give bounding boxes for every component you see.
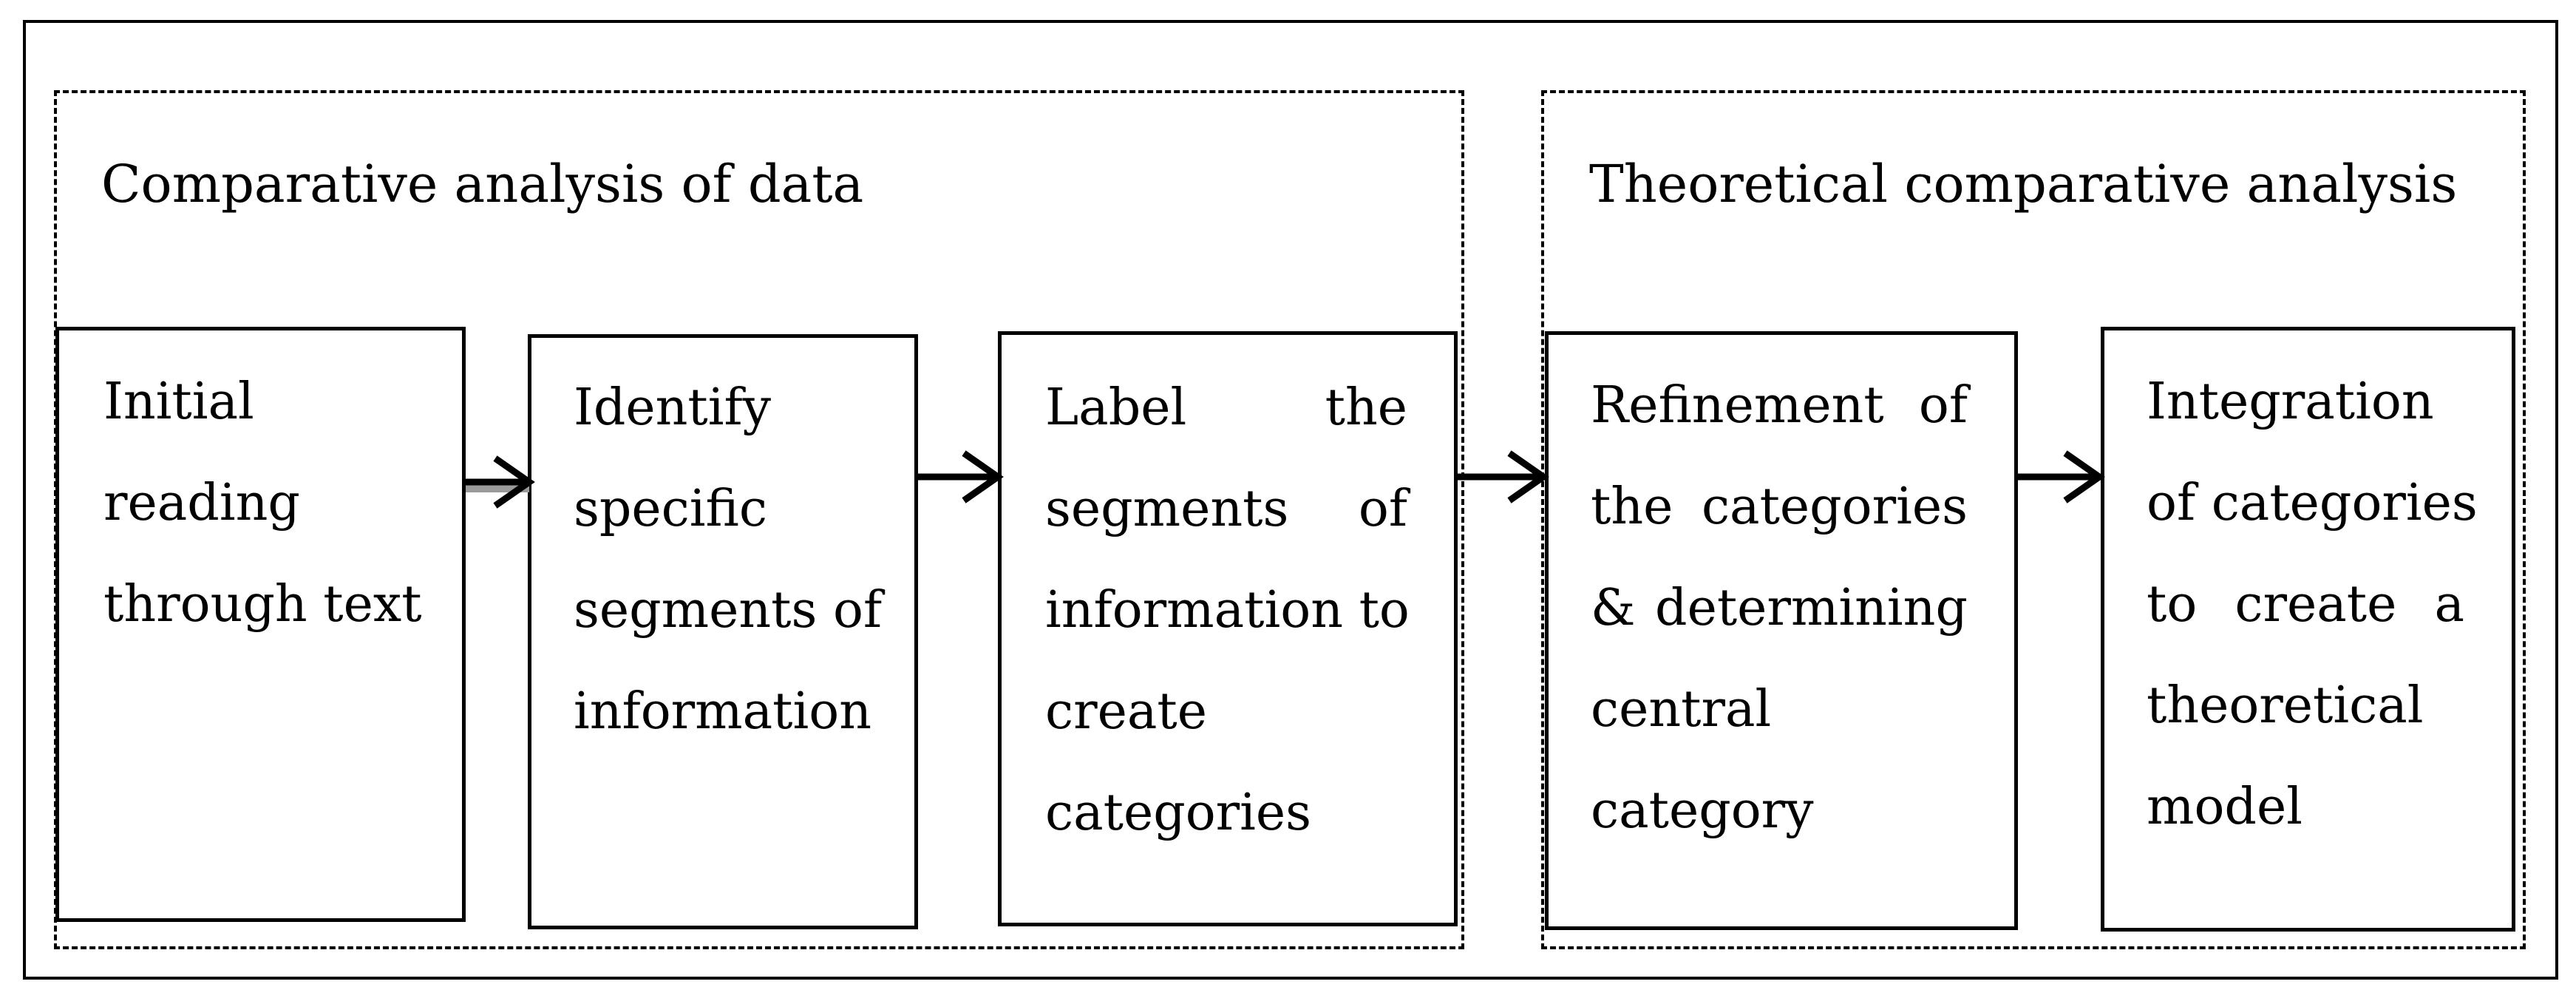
step-4-word: of categories [2147, 474, 2478, 532]
step-0-word: reading [103, 474, 300, 532]
step-3-word: determining [1655, 579, 1968, 637]
step-1-word: segments of [574, 581, 883, 640]
step-1-word: specific [574, 480, 767, 538]
step-initial-reading [55, 327, 466, 922]
step-3-line-4: category [1591, 786, 1814, 836]
step-0-word: Initial [103, 373, 254, 431]
step-0-line-0: Initial [103, 377, 254, 427]
step-4-word: a [2434, 575, 2464, 634]
step-3-line-3: central [1591, 685, 1771, 735]
step-4-line-0: Integration [2147, 377, 2434, 427]
step-2-word: information to [1045, 581, 1410, 640]
step-3-word: categories [1701, 478, 1968, 536]
step-4-line-3: theoretical [2147, 681, 2424, 731]
step-1-line-2: segments of [574, 586, 882, 636]
step-2-line-4: categories [1045, 788, 1311, 838]
step-integration-of-categories [2101, 327, 2515, 932]
group-title-comparative-analysis-of-data: Comparative analysis of data [101, 154, 864, 214]
step-1-word: Identify [574, 379, 772, 437]
step-2-word: of [1358, 480, 1407, 538]
group-theoretical-comparative-analysis [1541, 90, 2526, 949]
step-0-word: through text [103, 575, 422, 634]
step-2-word: create [1045, 682, 1207, 741]
step-4-word: theoretical [2147, 676, 2424, 735]
step-1-line-0: Identify [574, 383, 771, 433]
step-2-word: categories [1045, 784, 1312, 842]
step-4-word: Integration [2147, 373, 2434, 431]
step-2-word: the [1325, 379, 1407, 437]
step-4-word: model [2147, 778, 2303, 836]
step-label-segments [998, 331, 1458, 926]
step-3-line-2: &determining [1591, 583, 1968, 634]
step-2-word: Label [1045, 379, 1187, 437]
step-2-word: segments [1045, 480, 1289, 538]
step-3-word: Refinement [1591, 376, 1884, 435]
step-3-word: category [1591, 781, 1814, 840]
step-4-word: to [2147, 575, 2198, 634]
step-3-word: the [1591, 478, 1673, 536]
step-1-line-1: specific [574, 484, 767, 535]
step-3-word: central [1591, 680, 1772, 739]
step-4-word: create [2235, 575, 2397, 634]
step-1-word: information [574, 682, 871, 741]
step-1-line-3: information [574, 687, 871, 737]
outer-frame [23, 20, 2558, 980]
group-title-theoretical-comparative-analysis: Theoretical comparative analysis [1589, 154, 2458, 214]
step-3-word: of [1918, 376, 1968, 435]
step-3-word: & [1591, 579, 1636, 637]
step-2-line-3: create [1045, 687, 1207, 737]
step-identify-segments [528, 334, 918, 929]
step-2-line-2: information to [1045, 586, 1410, 636]
step-0-line-2: through text [103, 580, 422, 630]
step-4-line-1: of categories [2147, 478, 2478, 529]
step-4-line-4: model [2147, 782, 2303, 832]
step-0-line-1: reading [103, 478, 300, 529]
step-refinement-of-categories [1545, 331, 2018, 930]
